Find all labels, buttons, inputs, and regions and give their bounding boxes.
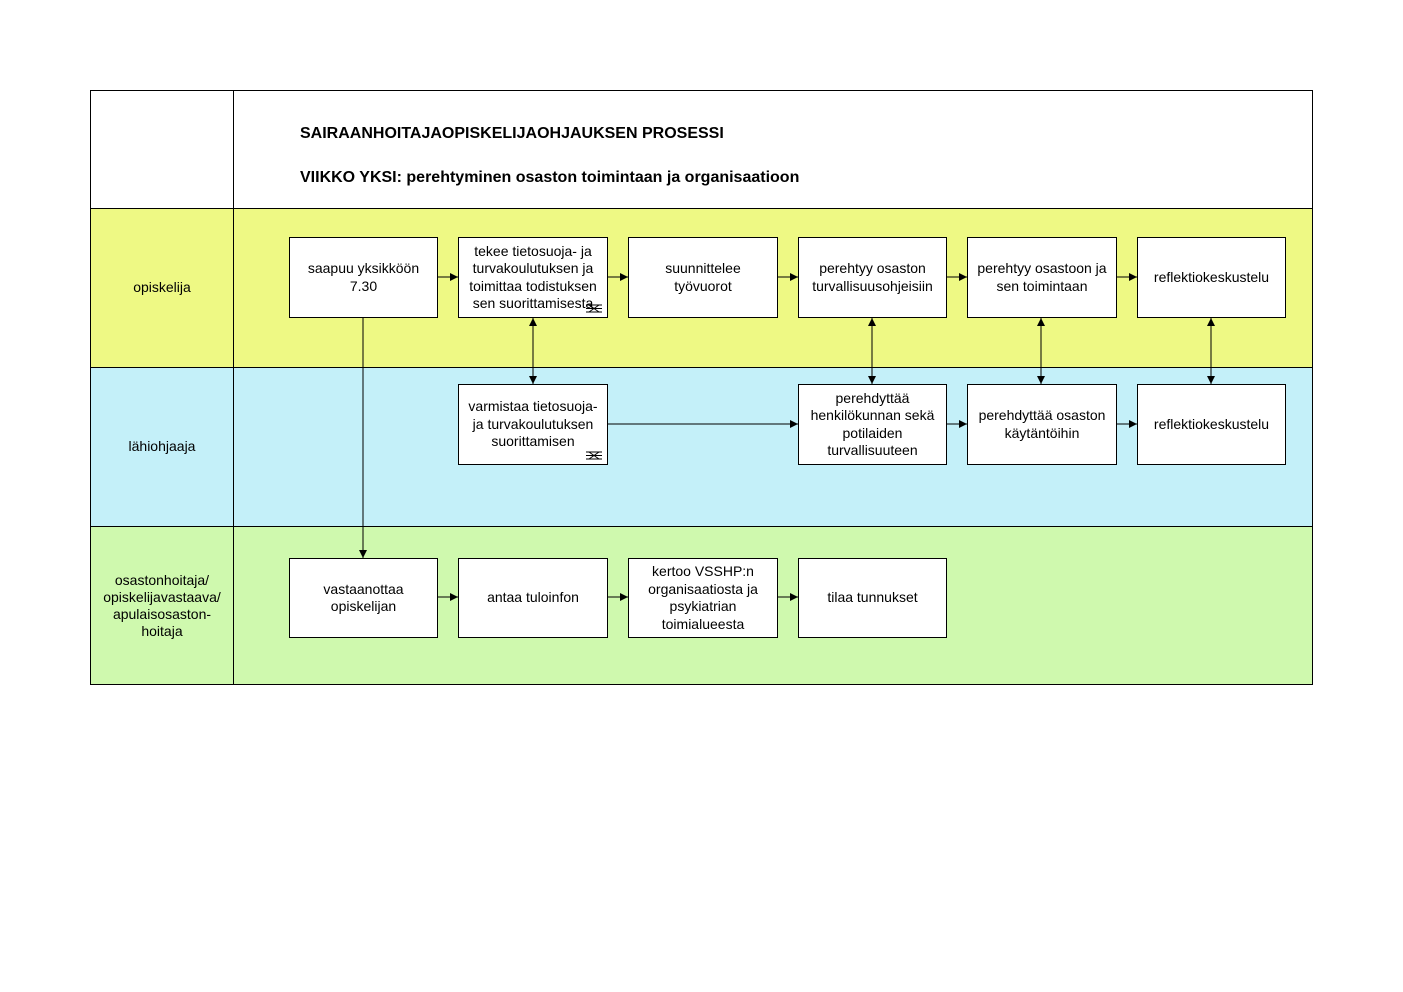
step-perehtyy-turvallisuusohjeisiin: perehtyy osaston turvallisuusohjeisiin: [798, 237, 947, 318]
step-perehdyttaa-turvallisuuteen: perehdyttää henkilökunnan sekä potilaide…: [798, 384, 947, 465]
document-link-icon: [586, 304, 602, 313]
step-reflektiokeskustelu-opiskelija: reflektiokeskustelu: [1137, 237, 1286, 318]
lane-label-lahiohjaaja: lähiohjaaja: [128, 438, 196, 454]
step-label: varmistaa tietosuoja- ja turvakoulutukse…: [468, 398, 598, 450]
step-tekee-tietosuojakoulutuksen: tekee tietosuoja- ja turvakoulutuksen ja…: [458, 237, 608, 318]
step-label: tekee tietosuoja- ja turvakoulutuksen ja…: [469, 242, 597, 312]
document-link-icon: [586, 451, 602, 460]
step-suunnittelee-tyovuorot: suunnittelee työvuorot: [628, 237, 778, 318]
lane-label-opiskelija: opiskelija: [133, 279, 191, 295]
diagram-subtitle: VIIKKO YKSI: perehtyminen osaston toimin…: [300, 169, 800, 186]
step-kertoo-organisaatiosta: kertoo VSSHP:n organisaatiosta ja psykia…: [628, 558, 778, 638]
header-lane: [90, 90, 1313, 208]
step-tilaa-tunnukset: tilaa tunnukset: [798, 558, 947, 638]
step-antaa-tuloinfon: antaa tuloinfon: [458, 558, 608, 638]
step-vastaanottaa-opiskelijan: vastaanottaa opiskelijan: [289, 558, 438, 638]
step-varmistaa-koulutuksen: varmistaa tietosuoja- ja turvakoulutukse…: [458, 384, 608, 465]
step-reflektiokeskustelu-lahiohjaaja: reflektiokeskustelu: [1137, 384, 1286, 465]
step-perehtyy-osastoon: perehtyy osastoon ja sen toimintaan: [967, 237, 1117, 318]
lane-label-osastonhoitaja: osastonhoitaja/ opiskelijavastaava/ apul…: [103, 571, 221, 639]
diagram-frame: [90, 90, 1313, 685]
step-saapuu-yksikkoon: saapuu yksikköön 7.30: [289, 237, 438, 318]
lane-label-divider: [233, 90, 234, 685]
step-perehdyttaa-kaytantoihin: perehdyttää osaston käytäntöihin: [967, 384, 1117, 465]
diagram-title: SAIRAANHOITAJAOPISKELIJAOHJAUKSEN PROSES…: [300, 125, 724, 142]
